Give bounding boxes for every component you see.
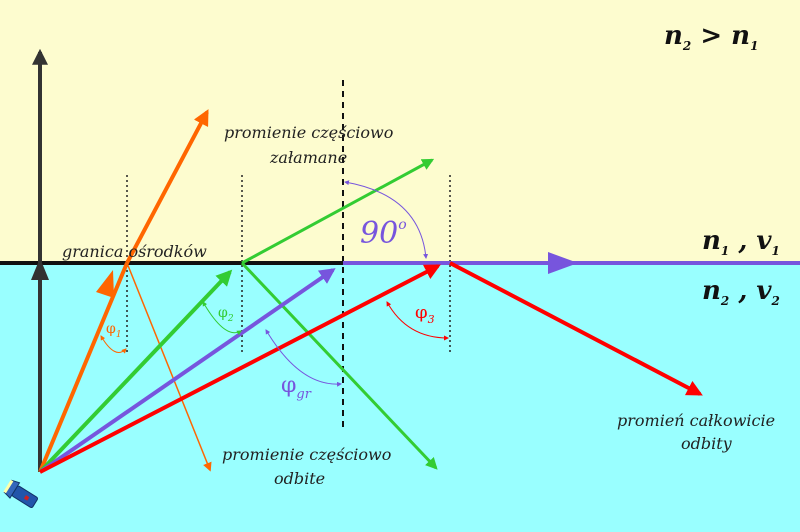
medium1-sep: , (729, 226, 756, 256)
relation-n-left: n (664, 21, 683, 51)
phi3-symbol: φ (415, 302, 428, 323)
phi1-symbol: φ (106, 321, 116, 337)
phigr-sub: gr (296, 387, 311, 402)
arc-phi1 (100, 335, 127, 354)
medium2-n-sub: 2 (720, 294, 729, 308)
medium2-n: n (702, 276, 721, 306)
svg-text:φ2: φ2 (218, 305, 234, 324)
medium2-v: v (756, 276, 772, 306)
flashlight-icon (3, 479, 39, 509)
svg-text:90o: 90o (360, 216, 407, 251)
medium1-v: v (756, 226, 772, 256)
medium2-sep: , (729, 276, 756, 306)
violet-grazing-arrow (548, 252, 578, 274)
svg-text:n1 , v1: n1 , v1 (702, 226, 780, 258)
total-label-line2: odbity (681, 434, 733, 453)
green-incident-ray (38, 269, 233, 474)
phi3-sub: 3 (428, 313, 435, 326)
arc-phigr (265, 329, 342, 387)
svg-text:n2 , v2: n2 , v2 (702, 276, 780, 308)
medium1-v-sub: 1 (772, 244, 780, 258)
orange-incident-ray (38, 262, 129, 473)
arc-phi3 (386, 301, 449, 341)
red-reflected-ray (449, 261, 703, 396)
relation-sub-right: 1 (750, 39, 758, 53)
relation-operator: > (691, 21, 731, 51)
reflected-label-line2: odbite (274, 469, 325, 488)
svg-text:φ3: φ3 (415, 302, 435, 326)
svg-text:n2 > n1: n2 > n1 (664, 21, 758, 53)
svg-text:φ1: φ1 (106, 321, 122, 340)
refracted-label-line2: załamane (269, 148, 347, 167)
arc-90 (344, 180, 429, 259)
vertical-ray-mid-arrow (31, 258, 49, 280)
phi1-sub: 1 (116, 330, 122, 340)
total-label-line1: promień całkowicie (617, 411, 775, 430)
medium-bottom (0, 263, 800, 532)
angle-90-label: 90 (360, 216, 398, 251)
medium1-n-sub: 1 (721, 244, 729, 258)
svg-text:φgr: φgr (281, 373, 312, 402)
orange-incident-arrow (96, 270, 114, 298)
medium1-n: n (702, 226, 721, 256)
reflected-label-line1: promienie częściowo (222, 445, 391, 464)
relation-n-right: n (731, 21, 750, 51)
refracted-label-line1: promienie częściowo (224, 123, 393, 142)
orange-reflected-ray (126, 262, 212, 472)
phigr-symbol: φ (281, 373, 296, 398)
arc-phi2 (202, 301, 242, 336)
orange-refracted-ray (125, 109, 209, 264)
red-incident-ray (39, 264, 441, 474)
medium2-v-sub: 2 (771, 294, 780, 308)
relation-sub-left: 2 (682, 39, 691, 53)
angle-90-degree: o (398, 217, 406, 233)
boundary-label: granica ośrodków (62, 242, 207, 261)
green-refracted-ray (241, 158, 435, 265)
phi2-symbol: φ (218, 305, 228, 321)
phi2-sub: 2 (227, 314, 234, 324)
violet-incident-ray (38, 268, 336, 474)
